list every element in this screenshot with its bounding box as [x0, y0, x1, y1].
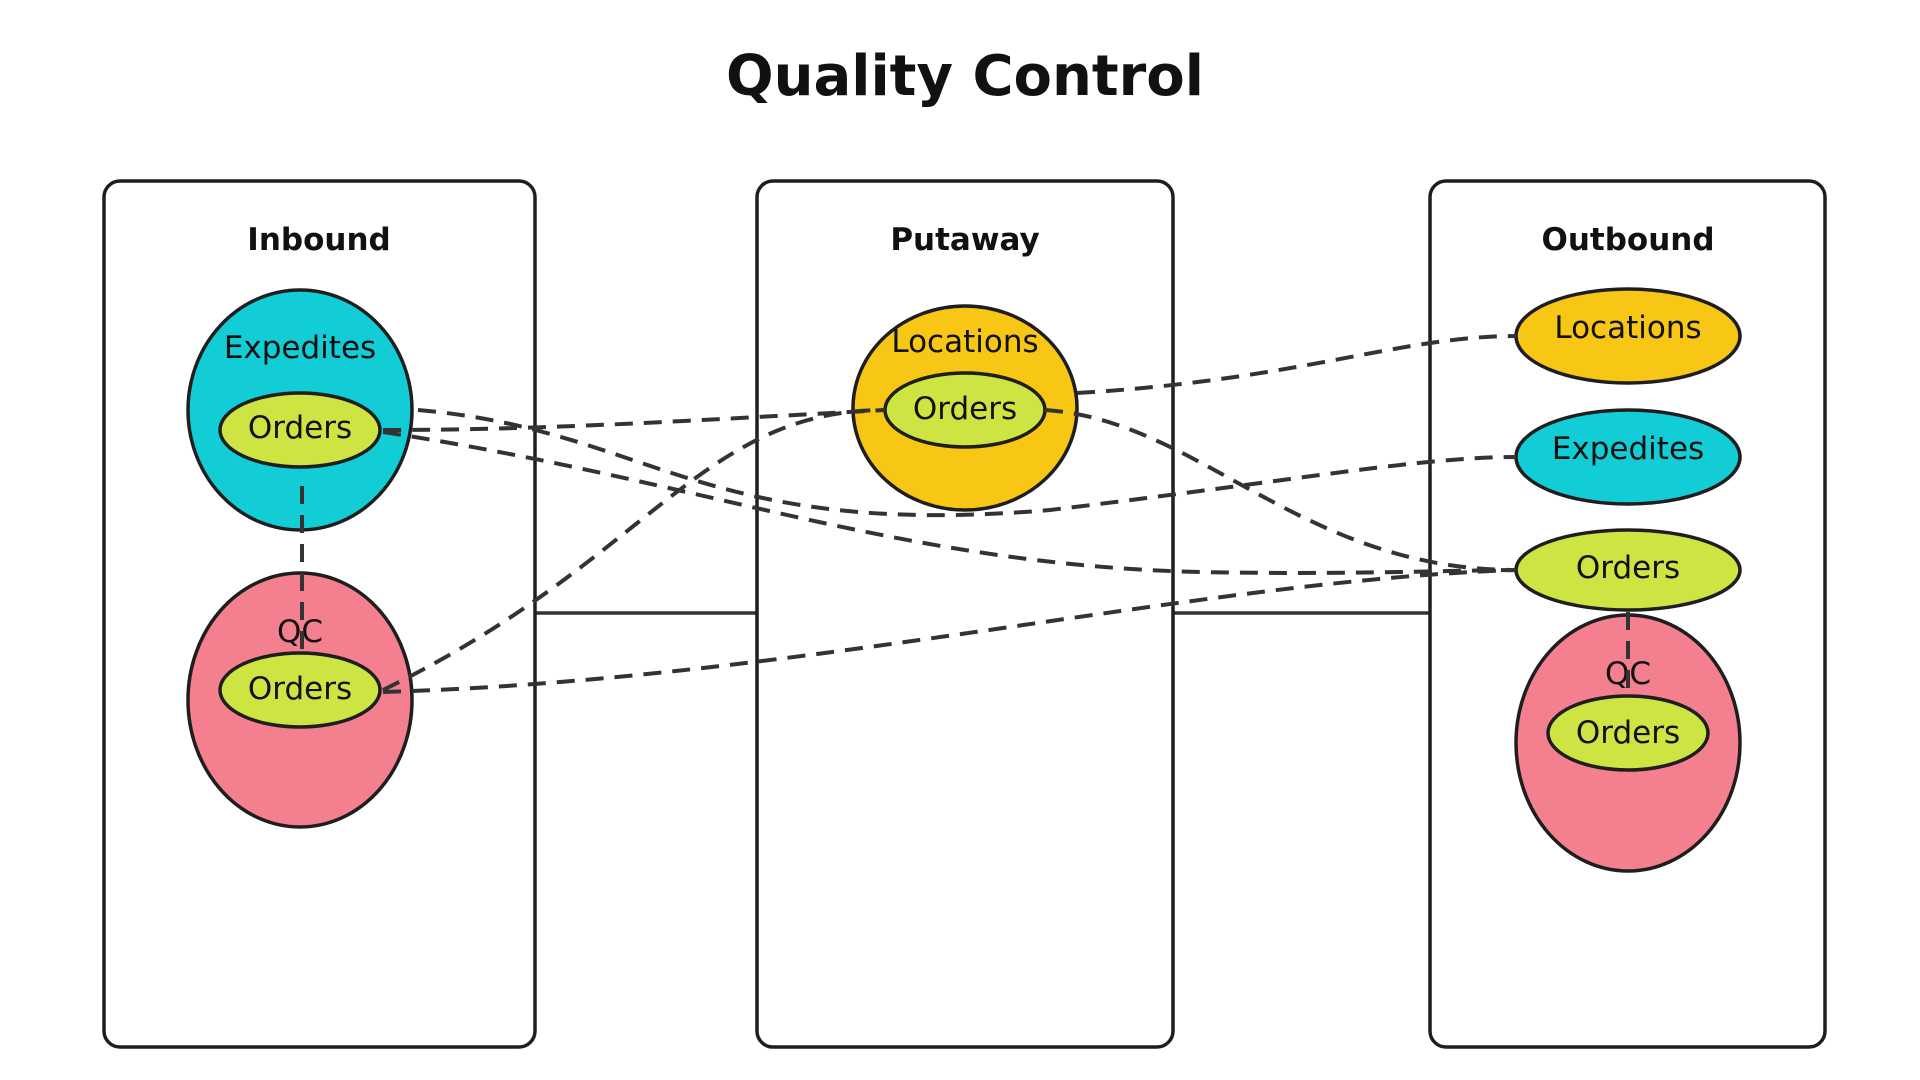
outbound-locations-label: Locations [1554, 310, 1701, 346]
outbound-orders-label: Orders [1576, 550, 1680, 586]
outbound-expedites-label: Expedites [1552, 431, 1704, 467]
lane-inbound-title: Inbound [247, 222, 390, 258]
outbound-qc-node[interactable]: QC Orders [1514, 613, 1742, 873]
inbound-qc-orders-ellipse [218, 651, 382, 729]
link-putaway-orders-to-outbound-orders [1044, 408, 1517, 572]
dashed-connectors [300, 334, 1630, 698]
inbound-qc-node[interactable]: QC Orders [186, 571, 414, 829]
link-inbound-qc-orders-to-outbound-orders [382, 568, 1517, 694]
lane-putaway-title: Putaway [890, 222, 1039, 258]
link-putaway-locations-to-outbound-locations [1076, 334, 1517, 395]
outbound-expedites-node[interactable]: Expedites [1514, 408, 1742, 506]
inbound-expedites-orders-ellipse [218, 391, 382, 469]
link-inbound-orders-to-outbound-orders [382, 430, 1517, 575]
inbound-expedites-label: Expedites [224, 330, 376, 366]
putaway-locations-label: Locations [891, 324, 1038, 360]
link-inbound-expedites-to-outbound-expedites [417, 408, 1517, 518]
outbound-qc-orders-ellipse [1546, 694, 1710, 772]
link-inbound-orders-to-putaway-orders [382, 408, 886, 432]
outbound-qc-orders-label: Orders [1576, 715, 1680, 751]
outbound-locations-node[interactable]: Locations [1514, 287, 1742, 385]
inbound-expedites-orders-label: Orders [248, 410, 352, 446]
inbound-qc-orders-label: Orders [248, 671, 352, 707]
putaway-locations-orders-label: Orders [913, 391, 1017, 427]
page-title: Quality Control [726, 44, 1204, 109]
lane-outbound-title: Outbound [1541, 222, 1714, 258]
putaway-locations-node[interactable]: Locations Orders [851, 304, 1079, 512]
outbound-orders-node[interactable]: Orders [1514, 528, 1742, 612]
